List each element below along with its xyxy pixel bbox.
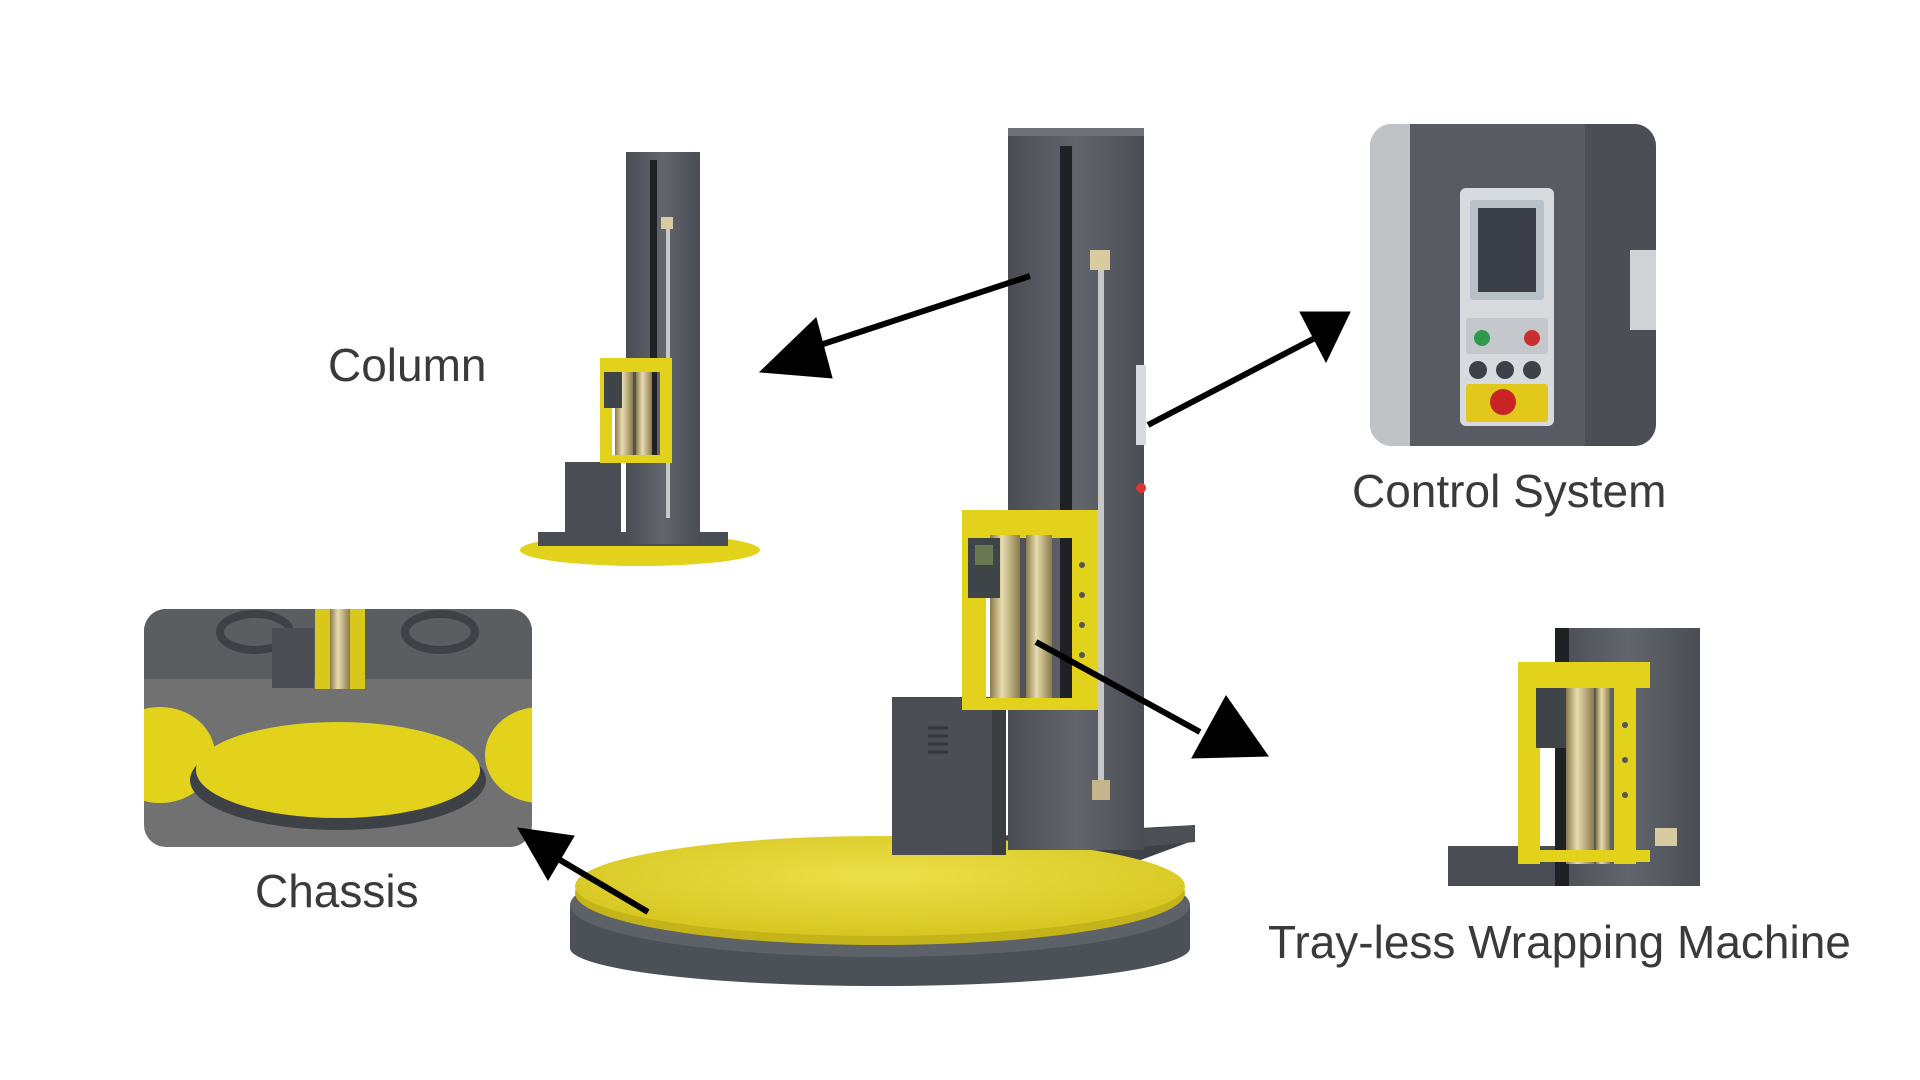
chassis-image [144,609,532,847]
touch-screen-icon [1478,208,1536,292]
control-system-image [1370,124,1656,446]
trayless-label: Tray-less Wrapping Machine [1268,916,1851,968]
chassis-label: Chassis [255,865,419,917]
main-machine [570,128,1195,986]
arrow-icon [517,273,1351,915]
column-image [520,152,760,566]
emergency-stop-icon [1490,389,1516,415]
control-system-label: Control System [1352,465,1667,517]
trayless-machine-image [1448,628,1700,886]
column-label: Column [328,339,487,391]
